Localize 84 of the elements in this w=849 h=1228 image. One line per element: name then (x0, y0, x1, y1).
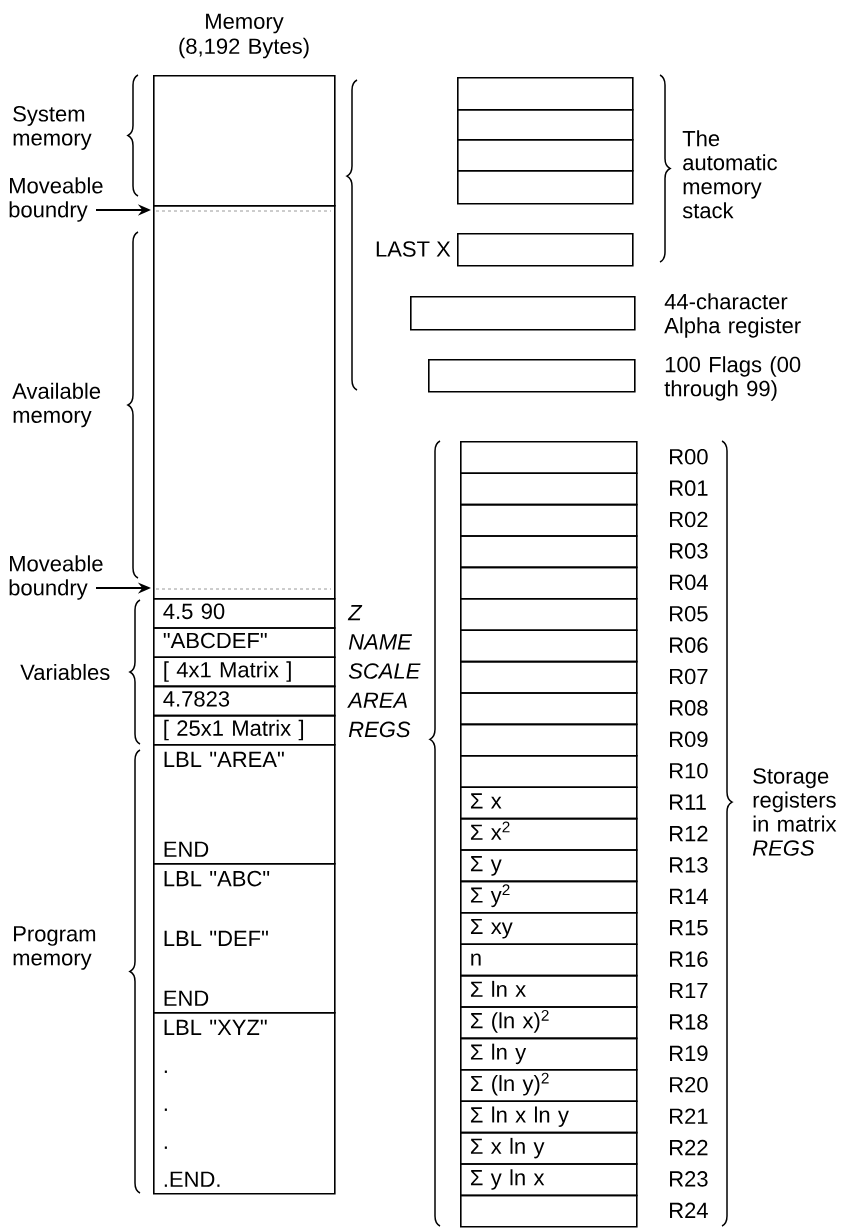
storage-register: Σ ln x (460, 974, 638, 1008)
brace-label: Available memory (12, 382, 101, 428)
register-box (410, 296, 636, 331)
variable-name: NAME (348, 634, 412, 650)
storage-register (460, 660, 638, 694)
stack-register (457, 170, 634, 205)
brace-label: Variables (20, 663, 110, 681)
storage-register: Σ x ln y (460, 1131, 638, 1165)
title: Memory (8,192 Bytes) (179, 13, 309, 59)
register-name: R13 (670, 857, 708, 873)
variable-cell: 4.7823 (153, 685, 336, 717)
register-name: R16 (670, 951, 708, 967)
storage-register: Σ (ln y)$^{2}$ (460, 1069, 638, 1102)
variable-cell: [ 4x1 Matrix ] (153, 656, 336, 688)
brace-label: System memory (13, 106, 92, 150)
storage-register (460, 566, 638, 600)
register-name: R00 (670, 448, 708, 465)
register-name: R20 (670, 1076, 708, 1093)
variable-cell: 4.5 90 (153, 598, 336, 629)
register-name: R05 (670, 605, 708, 622)
register-name: R08 (670, 700, 708, 716)
storage-register (460, 755, 638, 788)
register-name: R14 (670, 888, 708, 904)
register-name: R24 (670, 1202, 708, 1218)
stack-register (457, 77, 634, 111)
storage-register: Σ y$^{2}$ (460, 880, 638, 914)
variable-name: AREA (347, 692, 407, 708)
register-name: R07 (670, 668, 708, 685)
storage-register (460, 723, 638, 757)
memory-region (153, 75, 336, 207)
storage-register: Σ x (460, 786, 638, 820)
boundary-label: Moveable boundry (9, 177, 103, 222)
register-name: R21 (670, 1108, 708, 1124)
variable-cell: [ 25x1 Matrix ] (153, 714, 336, 746)
storage-register: Σ ln y (460, 1037, 638, 1071)
boundary-label: Moveable boundry (9, 555, 103, 600)
storage-register: Σ xy (460, 912, 638, 945)
register-name: R02 (670, 511, 708, 528)
register-name: R03 (670, 543, 708, 559)
variable-name: REGS (348, 721, 411, 738)
storage-register (460, 1194, 638, 1228)
variable-cell: "ABCDEF" (153, 627, 336, 658)
storage-register (460, 472, 638, 506)
register-name: R01 (670, 480, 708, 496)
stack-register (457, 109, 634, 141)
program-block: LBL "AREA" END (153, 744, 336, 865)
register-caption: 100 Flags (00 through 99) (664, 356, 801, 401)
register-name: R09 (670, 731, 708, 748)
register-name: R10 (670, 762, 708, 779)
storage-register: Σ (ln x)$^{2}$ (460, 1006, 638, 1040)
storage-register: n (460, 943, 638, 977)
variable-name: Z (347, 605, 363, 621)
storage-register (460, 629, 638, 663)
stack-register (457, 139, 634, 172)
register-name: R18 (670, 1014, 708, 1030)
storage-register (460, 535, 638, 569)
register-caption: LAST X (376, 241, 451, 257)
storage-register (460, 503, 638, 537)
register-name: R12 (670, 825, 708, 842)
storage-register (460, 692, 638, 726)
brace-label: Storage registers in matrix REGS (752, 768, 837, 856)
register-name: R04 (670, 574, 708, 591)
storage-register: Σ ln x ln y (460, 1100, 638, 1134)
brace-label: Program memory (13, 926, 96, 970)
register-caption: 44-character Alpha register (664, 293, 801, 338)
variable-name: SCALE (348, 663, 421, 679)
brace-label: The automatic memory stack (682, 130, 777, 219)
program-block: LBL "XYZ" . . . .END. (153, 1012, 336, 1195)
register-name: R06 (670, 637, 708, 653)
register-box (457, 233, 634, 267)
storage-register: Σ y ln x (460, 1163, 638, 1197)
register-name: R11 (670, 794, 706, 810)
register-box (428, 359, 636, 393)
register-name: R17 (670, 982, 708, 999)
register-name: R23 (670, 1171, 708, 1187)
storage-register: Σ x$^{2}$ (460, 817, 638, 851)
storage-register: Σ y (460, 849, 638, 883)
register-name: R15 (670, 920, 708, 936)
register-name: R22 (670, 1139, 708, 1156)
storage-register (460, 441, 638, 474)
storage-register (460, 598, 638, 631)
program-block: LBL "ABC" LBL "DEF" END (153, 863, 336, 1014)
register-name: R19 (670, 1045, 708, 1062)
memory-region (153, 205, 336, 600)
